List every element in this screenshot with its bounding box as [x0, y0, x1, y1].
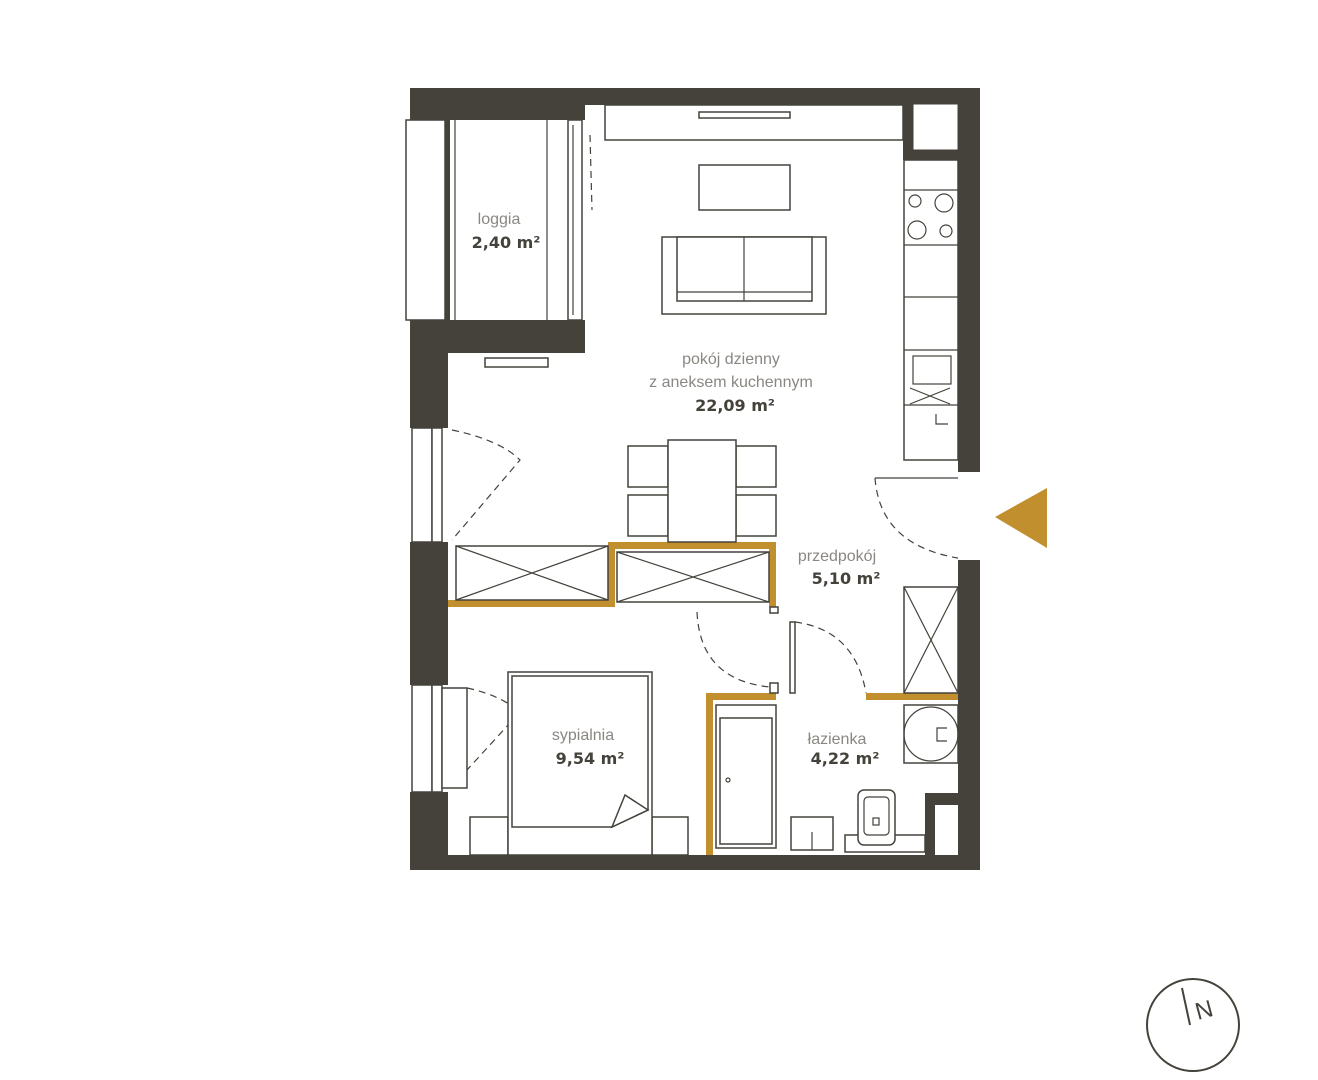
room-area-living: 22,09 m²: [695, 396, 775, 415]
room-labels: loggia 2,40 m² pokój dzienny z aneksem k…: [472, 211, 881, 768]
room-name-living-2: z aneksem kuchennym: [649, 374, 813, 391]
loggia: [405, 119, 593, 321]
room-area-bathroom: 4,22 m²: [811, 749, 880, 768]
entrance-arrow-icon: [995, 488, 1047, 548]
room-name-loggia: loggia: [478, 211, 521, 228]
doors: [696, 477, 959, 694]
north-compass-icon: N: [1146, 978, 1240, 1072]
room-name-living: pokój dzienny: [682, 351, 780, 368]
room-name-hall: przedpokój: [798, 548, 876, 565]
closets: [455, 545, 959, 694]
kitchen: [903, 159, 959, 461]
interior-walls: [448, 542, 958, 855]
room-area-bedroom: 9,54 m²: [556, 749, 625, 768]
room-name-bedroom: sypialnia: [552, 727, 614, 744]
living-furniture: [484, 104, 904, 543]
room-name-bathroom: łazienka: [808, 731, 867, 748]
bathroom-fixtures: [715, 704, 959, 853]
room-area-hall: 5,10 m²: [812, 569, 881, 588]
windows: [411, 427, 521, 793]
compass-letter: N: [1192, 995, 1216, 1026]
outer-walls: [410, 88, 980, 870]
bedroom-furniture: [469, 671, 689, 856]
room-area-loggia: 2,40 m²: [472, 233, 541, 252]
